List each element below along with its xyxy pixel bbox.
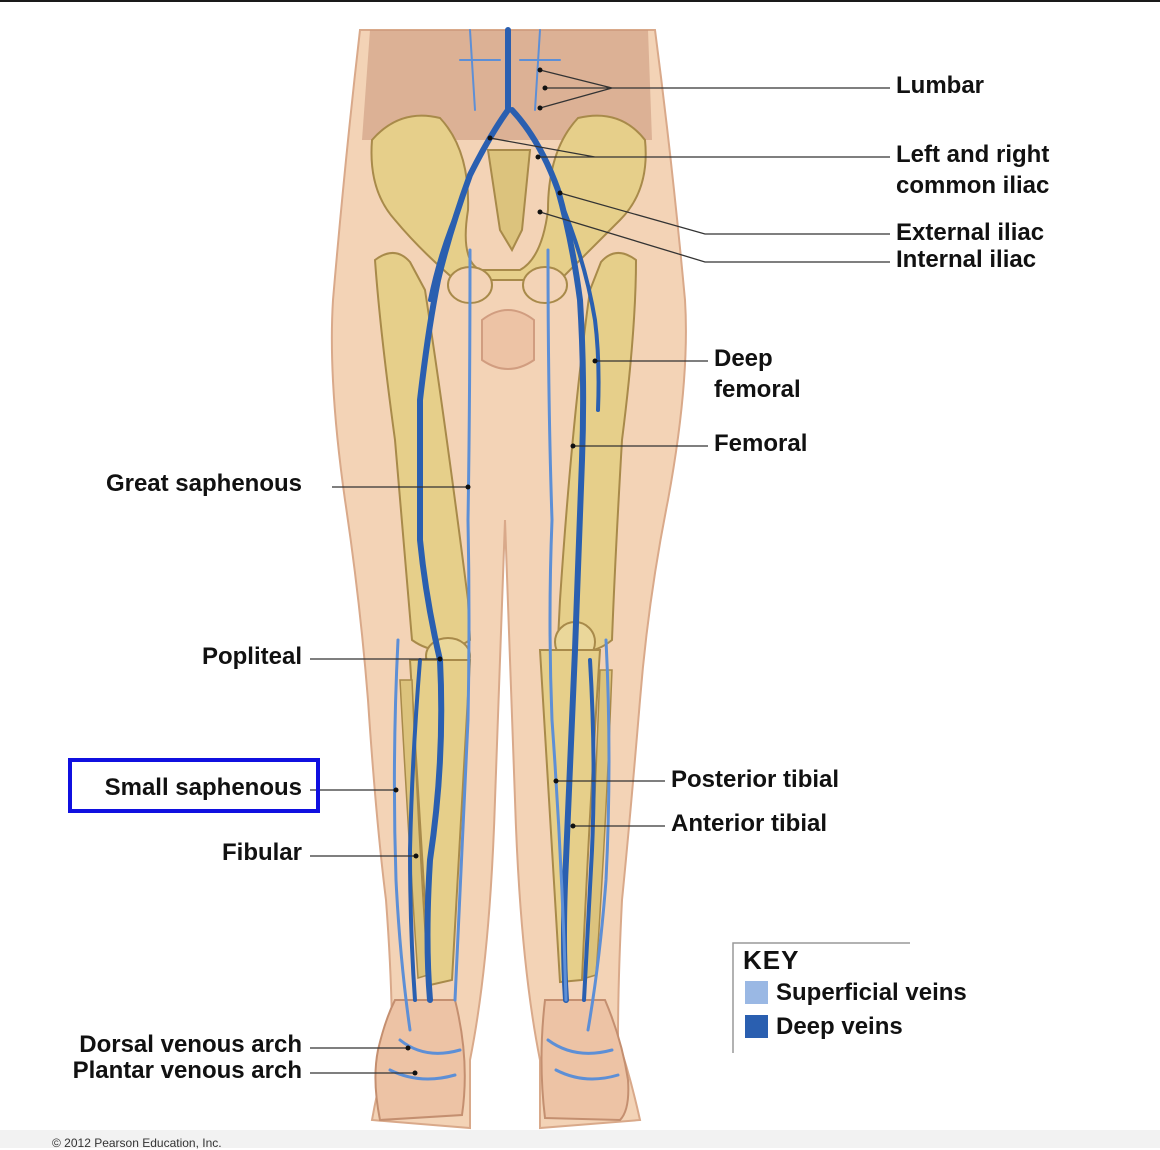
leader-dots bbox=[393, 67, 598, 1076]
label-anterior-tibial: Anterior tibial bbox=[671, 810, 828, 837]
key-deep-label: Deep veins bbox=[776, 1013, 903, 1040]
key-title: KEY bbox=[743, 945, 800, 975]
label-popliteal: Popliteal bbox=[201, 643, 302, 670]
label-external-iliac: External iliac bbox=[896, 219, 1045, 246]
label-common-iliac-line1: Left and right bbox=[896, 141, 1050, 168]
copyright: © 2012 Pearson Education, Inc. bbox=[52, 1136, 222, 1150]
label-femoral: Femoral bbox=[714, 430, 808, 457]
label-common-iliac: Left and right common iliac bbox=[896, 139, 1049, 201]
label-deep-femoral: Deep femoral bbox=[714, 343, 801, 405]
foot-right bbox=[540, 999, 630, 1122]
key-superficial: Superficial veins bbox=[745, 979, 967, 1007]
tibia-left bbox=[408, 659, 472, 987]
label-small-saphenous: Small saphenous bbox=[104, 774, 302, 801]
deep-swatch bbox=[745, 1015, 768, 1038]
key-deep: Deep veins bbox=[745, 1013, 903, 1041]
key-superficial-label: Superficial veins bbox=[776, 979, 967, 1006]
deep-veins bbox=[407, 27, 601, 1003]
groin bbox=[481, 309, 535, 370]
label-great-saphenous: Great saphenous bbox=[105, 470, 302, 497]
label-common-iliac-line2: common iliac bbox=[896, 172, 1050, 199]
obturator-right bbox=[522, 266, 568, 304]
label-deep-femoral-line1: Deep bbox=[714, 345, 773, 372]
label-internal-iliac: Internal iliac bbox=[896, 246, 1037, 273]
superficial-veins bbox=[388, 29, 620, 1081]
label-posterior-tibial: Posterior tibial bbox=[671, 766, 840, 793]
key-border bbox=[732, 942, 910, 1053]
superficial-swatch bbox=[745, 981, 768, 1004]
label-lumbar: Lumbar bbox=[896, 72, 985, 99]
label-deep-femoral-line2: femoral bbox=[714, 376, 801, 403]
sacrum bbox=[486, 149, 532, 253]
label-fibular: Fibular bbox=[221, 839, 302, 866]
label-dorsal-venous-arch: Dorsal venous arch bbox=[79, 1031, 302, 1058]
leader-lines bbox=[310, 69, 890, 1074]
highlight-box bbox=[68, 758, 320, 813]
label-plantar-venous-arch: Plantar venous arch bbox=[72, 1057, 302, 1084]
foot-left bbox=[374, 999, 466, 1122]
bottom-bar bbox=[0, 1130, 1160, 1148]
top-border bbox=[0, 0, 1160, 2]
